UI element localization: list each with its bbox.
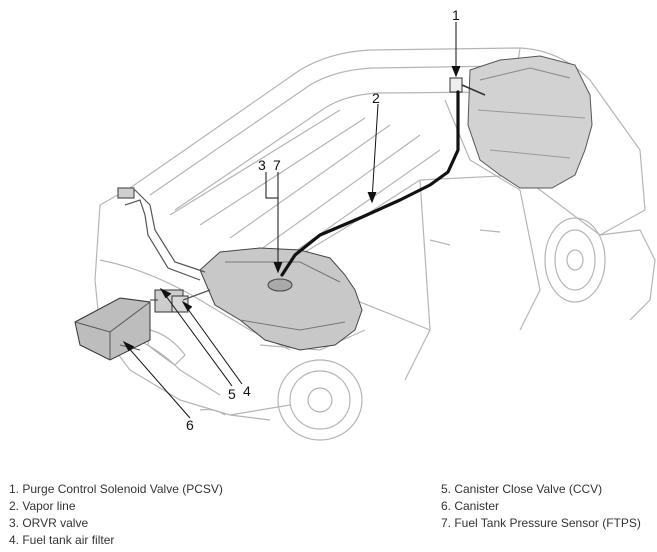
callout-3: 3 xyxy=(258,157,266,173)
callout-7: 7 xyxy=(273,157,281,173)
callout-2: 2 xyxy=(372,90,380,106)
legend-item-ccv: 5. Canister Close Valve (CCV) xyxy=(441,482,603,496)
legend-item-pcsv: 1. Purge Control Solenoid Valve (PCSV) xyxy=(9,482,223,496)
car-outline xyxy=(94,47,656,441)
legend-item-ftps: 7. Fuel Tank Pressure Sensor (FTPS) xyxy=(441,516,641,530)
callout-4: 4 xyxy=(243,383,251,399)
fuel-tank xyxy=(199,247,363,351)
vapor-line xyxy=(280,90,460,277)
legend-left: 1. Purge Control Solenoid Valve (PCSV) 2… xyxy=(9,481,223,549)
evap-system-diagram: 1 2 3 7 5 4 6 xyxy=(74,7,656,441)
filler-neck xyxy=(117,187,206,281)
callout-6: 6 xyxy=(186,417,194,433)
pcsv-valve xyxy=(449,77,486,96)
legend-right: 5. Canister Close Valve (CCV) 6. Caniste… xyxy=(441,481,641,532)
callout-1: 1 xyxy=(452,7,460,23)
leader-lines xyxy=(122,22,461,419)
engine-block xyxy=(467,55,593,189)
legend-item-orvr-valve: 3. ORVR valve xyxy=(9,516,89,530)
callout-5: 5 xyxy=(228,386,236,402)
legend-item-canister: 6. Canister xyxy=(441,499,500,513)
legend-item-air-filter: 4. Fuel tank air filter xyxy=(9,533,115,547)
canister xyxy=(74,297,151,361)
legend-item-vapor-line: 2. Vapor line xyxy=(9,499,76,513)
